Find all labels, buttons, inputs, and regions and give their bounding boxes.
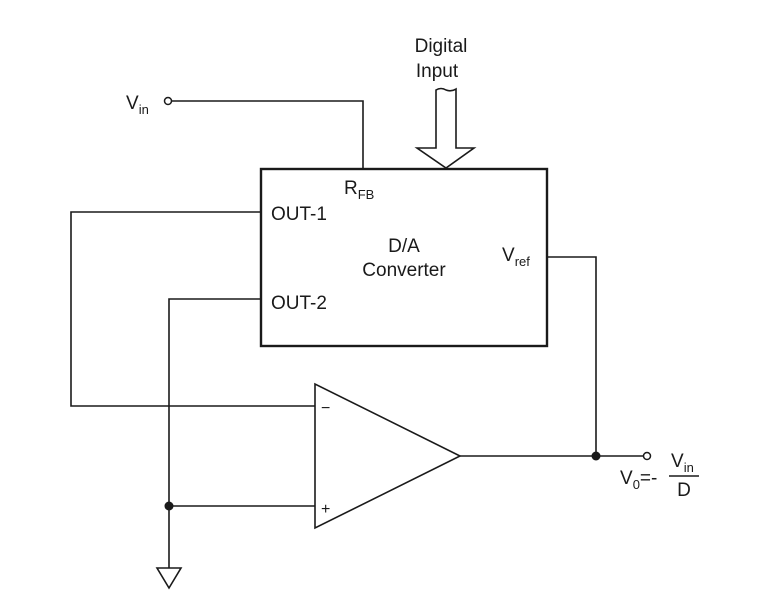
dac-title-line2: Converter bbox=[362, 260, 446, 281]
output-denominator: D bbox=[677, 480, 691, 501]
vref-label: Vref bbox=[502, 245, 530, 269]
vin-label: Vin bbox=[126, 93, 149, 117]
out2-wire bbox=[168, 298, 261, 568]
dac-title-line1: D/A bbox=[388, 236, 420, 257]
digital-input-label-line2: Input bbox=[416, 61, 459, 82]
output-v0-label: V0=- bbox=[620, 468, 657, 492]
out2-junction-dot bbox=[164, 501, 174, 511]
dac-block bbox=[259, 167, 549, 348]
opamp-triangle bbox=[314, 382, 462, 530]
output-numerator: Vin bbox=[671, 451, 694, 475]
digital-input-arrow bbox=[414, 87, 477, 169]
digital-input-label-line1: Digital bbox=[415, 36, 468, 57]
opamp-minus-label: − bbox=[321, 400, 330, 417]
vin-terminal bbox=[163, 96, 173, 106]
output-junction-dot bbox=[591, 451, 601, 461]
rfb-label: RFB bbox=[344, 178, 374, 202]
output-terminal bbox=[642, 451, 652, 461]
opamp-plus-label: + bbox=[321, 501, 330, 518]
out1-label: OUT-1 bbox=[271, 204, 327, 225]
vin-wire bbox=[172, 100, 364, 169]
ground-symbol bbox=[155, 567, 183, 590]
out1-wire bbox=[70, 211, 315, 407]
out2-label: OUT-2 bbox=[271, 293, 327, 314]
vref-wire bbox=[547, 256, 597, 456]
